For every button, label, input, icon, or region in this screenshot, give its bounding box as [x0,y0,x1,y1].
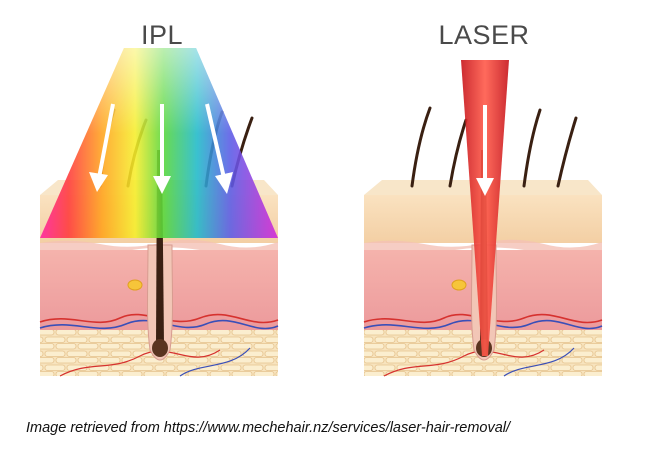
ipl-arrow-right [205,103,233,194]
ipl-sebaceous-gland [127,279,143,291]
laser-sebaceous-gland [451,279,467,291]
ipl-arrow-left [89,103,115,192]
ipl-arrow-center [153,104,171,194]
laser-arrow [476,105,494,196]
ipl-title: IPL [140,20,184,50]
ipl-hair-bulb [152,339,168,357]
ipl-arrows [89,103,233,194]
ipl-light-beam [40,48,278,238]
laser-title: LASER [438,20,530,50]
laser-beam [461,60,509,356]
image-source-caption: Image retrieved from https://www.mecheha… [26,420,511,436]
